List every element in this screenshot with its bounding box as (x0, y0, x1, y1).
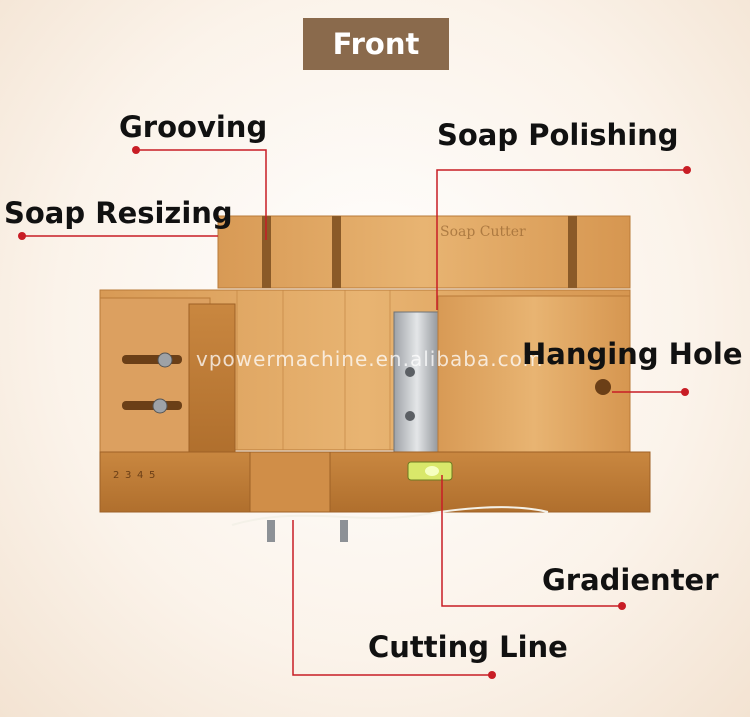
leader-dot (488, 671, 496, 679)
ruler-mark: 2 (113, 470, 119, 481)
leader-dot (618, 602, 626, 610)
wire-screw (267, 520, 275, 542)
hanging-hole (595, 379, 611, 395)
front-rail (99, 451, 651, 513)
resizing-stop-block (188, 303, 236, 455)
front-badge: Front (303, 18, 449, 70)
right-block (437, 295, 631, 453)
leader-dot (681, 388, 689, 396)
back-wall: Soap Cutter (217, 215, 631, 289)
callout-soap-resizing: Soap Resizing (4, 196, 233, 230)
callout-soap-polishing: Soap Polishing (437, 118, 679, 152)
steel-blade (393, 311, 441, 453)
leader-dot (683, 166, 691, 174)
watermark: vpowermachine.en.alibaba.com (196, 347, 544, 371)
ruler-mark: 3 (125, 470, 131, 481)
callout-grooving: Grooving (119, 110, 268, 144)
engraving-text: Soap Cutter (440, 224, 526, 240)
wire-screw (340, 520, 348, 542)
callout-hanging-hole: Hanging Hole (522, 337, 743, 371)
callout-cutting-line: Cutting Line (368, 630, 568, 664)
ruler-mark: 4 (137, 470, 143, 481)
ruler-mark: 5 (149, 470, 155, 481)
leader-dot (132, 146, 140, 154)
leader-lines (22, 149, 687, 676)
leader-dot (18, 232, 26, 240)
callout-gradienter: Gradienter (542, 563, 719, 597)
cutting-wire (231, 506, 549, 526)
